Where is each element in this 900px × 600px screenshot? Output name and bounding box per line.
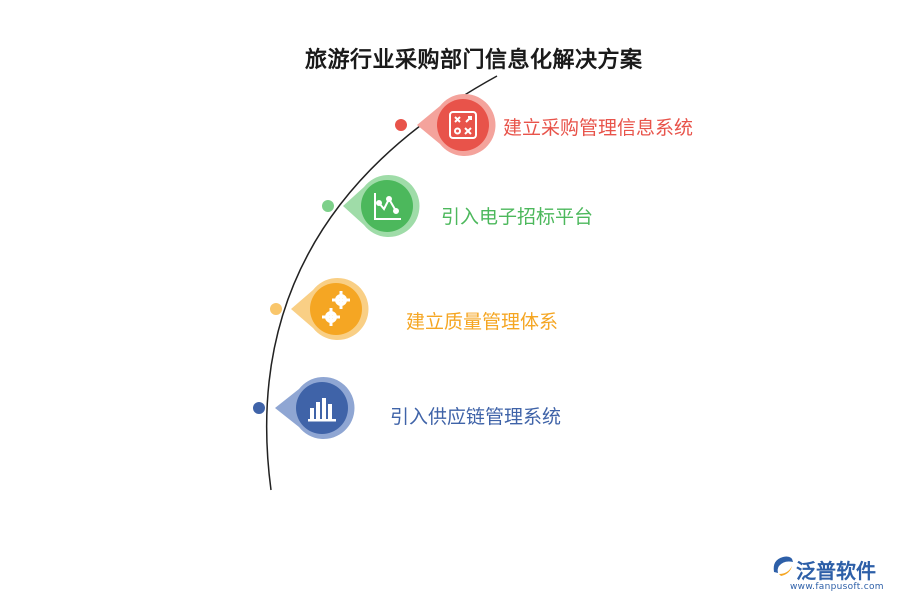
gears-icon xyxy=(322,291,350,326)
step-4-label: 引入供应链管理系统 xyxy=(390,406,562,428)
step-3-label: 建立质量管理体系 xyxy=(406,311,559,333)
step-1 xyxy=(395,94,496,156)
diagram-title: 旅游行业采购部门信息化解决方案 xyxy=(305,48,643,73)
step-1-label: 建立采购管理信息系统 xyxy=(503,117,694,139)
step-4-dot xyxy=(253,402,265,414)
step-3-dot xyxy=(270,303,282,315)
step-2-badge xyxy=(361,180,413,232)
step-4 xyxy=(253,376,355,439)
step-3-badge xyxy=(310,283,362,335)
step-3 xyxy=(270,277,369,340)
watermark-name: 泛普软件 xyxy=(796,559,876,583)
step-1-dot xyxy=(395,119,407,131)
tactics-board-icon xyxy=(449,111,477,139)
step-1-badge xyxy=(437,99,489,151)
line-chart-icon xyxy=(374,193,401,220)
bar-chart-icon xyxy=(308,398,336,422)
step-2-label: 引入电子招标平台 xyxy=(441,206,594,228)
watermark-url: www.fanpusoft.com xyxy=(790,582,884,592)
step-2 xyxy=(322,175,420,237)
step-2-dot xyxy=(322,200,334,212)
fanpu-logo-icon xyxy=(773,556,793,576)
